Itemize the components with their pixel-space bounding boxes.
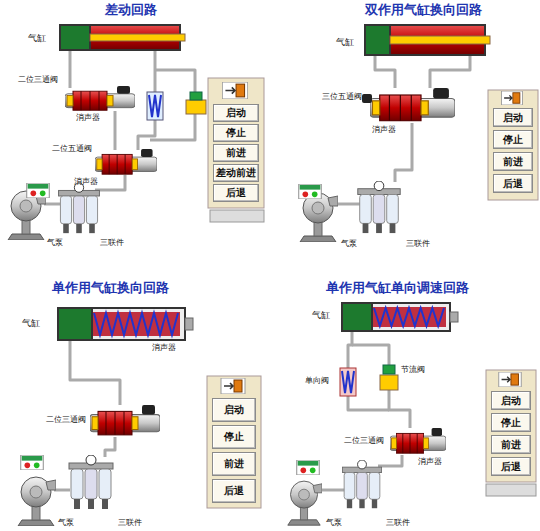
control-button: 后退 [491, 457, 531, 476]
control-button: 启动 [491, 391, 531, 410]
circuit-title: 差动回路 [105, 3, 157, 17]
component-label: 消声器 [74, 178, 98, 187]
button-label: 前进 [503, 157, 523, 167]
circuit-title: 单作用气缸单向调速回路 [326, 281, 469, 295]
component-label: 节流阀 [401, 366, 425, 375]
component-label: 二位三通阀 [344, 437, 384, 446]
spring-symbol [149, 95, 161, 117]
component-label: 二位三通阀 [18, 76, 58, 85]
control-button: 停止 [213, 124, 259, 142]
component-label: 气缸 [28, 34, 46, 44]
control-button: 前进 [213, 144, 259, 162]
control-button: 启动 [493, 108, 533, 127]
control-button: 前进 [493, 152, 533, 171]
component-label: 二位五通阀 [52, 145, 92, 154]
component-label: 三联件 [100, 239, 124, 248]
button-label: 启动 [501, 396, 521, 406]
button-label: 前进 [224, 459, 244, 469]
component-label: 三联件 [386, 519, 410, 528]
button-label: 后退 [501, 462, 521, 472]
spring-symbol [94, 313, 178, 335]
component-label: 三联件 [406, 240, 430, 249]
button-label: 启动 [503, 113, 523, 123]
control-button: 后退 [212, 479, 256, 503]
component-label: 三位五通阀 [322, 93, 362, 102]
control-button: 后退 [213, 184, 259, 202]
component-label: 气泵 [326, 519, 342, 528]
button-label: 前进 [501, 440, 521, 450]
button-label: 后退 [226, 188, 246, 198]
button-label: 差动前进 [216, 168, 256, 178]
button-label: 启动 [226, 108, 246, 118]
circuit-title: 单作用气缸换向回路 [52, 281, 169, 295]
component-label: 气缸 [336, 38, 354, 48]
control-button: 前进 [212, 452, 256, 476]
circuit-title: 双作用气缸换向回路 [365, 3, 482, 17]
button-label: 停止 [503, 135, 523, 145]
control-button: 停止 [493, 130, 533, 149]
button-label: 启动 [224, 405, 244, 415]
control-button: 启动 [213, 104, 259, 122]
component-label: 消声器 [418, 458, 442, 467]
component-label: 消声器 [152, 344, 176, 353]
button-label: 停止 [501, 418, 521, 428]
control-button: 差动前进 [213, 164, 259, 182]
button-label: 停止 [226, 128, 246, 138]
component-label: 单向阀 [305, 377, 329, 386]
button-label: 停止 [224, 432, 244, 442]
component-label: 消声器 [76, 114, 100, 123]
spring-symbol [374, 308, 444, 326]
control-button: 启动 [212, 398, 256, 422]
component-label: 气缸 [22, 319, 40, 329]
button-label: 后退 [503, 179, 523, 189]
component-label: 气缸 [312, 311, 330, 321]
component-label: 二位三通阀 [46, 416, 86, 425]
component-label: 气泵 [47, 239, 63, 248]
control-button: 停止 [212, 425, 256, 449]
component-label: 消声器 [372, 126, 396, 135]
control-button: 后退 [493, 174, 533, 193]
component-label: 气泵 [58, 519, 74, 528]
component-label: 三联件 [118, 519, 142, 528]
component-label: 气泵 [341, 240, 357, 249]
button-label: 后退 [224, 486, 244, 496]
control-button: 前进 [491, 435, 531, 454]
button-label: 前进 [226, 148, 246, 158]
control-button: 停止 [491, 413, 531, 432]
spring-symbol [342, 371, 354, 393]
